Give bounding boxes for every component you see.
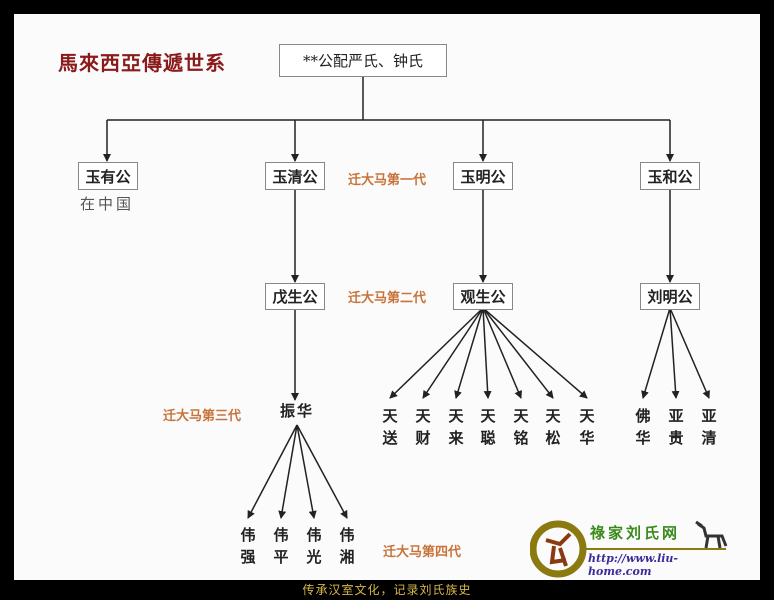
arrow xyxy=(482,307,588,399)
zhenhua-child-node: 伟光 xyxy=(306,526,322,566)
arrow xyxy=(669,307,680,399)
root-node: **公配严氏、钟氏 xyxy=(279,44,447,77)
goat-icon xyxy=(695,520,728,549)
guansheng-child-node: 天松 xyxy=(545,407,561,447)
liuming-child-node: 亚清 xyxy=(701,407,717,447)
arrow xyxy=(422,307,484,399)
node-yuyou-note: 在中国 xyxy=(80,195,135,213)
node-yuming: 玉明公 xyxy=(453,162,513,190)
chart-title: 馬來西亞傳遞世系 xyxy=(58,51,226,75)
arrow xyxy=(454,307,484,399)
node-liuming: 刘明公 xyxy=(640,283,700,310)
liuming-child-node: 佛华 xyxy=(635,407,651,447)
arrow xyxy=(669,307,710,399)
node-wusheng: 戊生公 xyxy=(265,283,325,310)
arrow xyxy=(389,307,484,399)
generation-label-2: 迁大马第二代 xyxy=(348,291,427,306)
logo-emblem-icon xyxy=(530,520,587,578)
arrow xyxy=(278,424,298,519)
node-yuqing: 玉清公 xyxy=(265,162,325,190)
guansheng-child-node: 天来 xyxy=(448,407,464,447)
footer-slogan: 传承汉室文化，记录刘氏族史 xyxy=(302,583,472,597)
guansheng-child-node: 天聪 xyxy=(480,407,496,447)
logo-site-name: 祿家刘氏网 xyxy=(590,524,681,542)
guansheng-child-node: 天送 xyxy=(382,407,398,447)
zhenhua-child-node: 伟湘 xyxy=(339,526,355,566)
arrow xyxy=(482,307,522,399)
arrow xyxy=(296,424,348,519)
arrow xyxy=(482,307,492,399)
arrow xyxy=(296,424,317,519)
node-guansheng: 观生公 xyxy=(453,283,513,310)
guansheng-child-node: 天财 xyxy=(415,407,431,447)
zhenhua-child-node: 伟平 xyxy=(273,526,289,566)
generation-label-1: 迁大马第一代 xyxy=(348,173,427,188)
zhenhua-child-node: 伟强 xyxy=(240,526,256,566)
arrow xyxy=(641,307,671,399)
node-zhenhua: 振华 xyxy=(280,402,315,420)
generation-label-3: 迁大马第三代 xyxy=(163,409,242,424)
liu-home-logo[interactable]: 祿家刘氏网 http://www.liu-home.com xyxy=(530,518,730,578)
liuming-child-node: 亚贵 xyxy=(668,407,684,447)
logo-underline xyxy=(586,548,726,550)
arrow xyxy=(247,424,298,519)
node-yuhe: 玉和公 xyxy=(640,162,700,190)
node-yuyou: 玉有公 xyxy=(78,162,138,190)
generation-label-4: 迁大马第四代 xyxy=(383,545,462,560)
diagram-paper xyxy=(14,14,760,580)
guansheng-child-node: 天铭 xyxy=(513,407,529,447)
guansheng-child-node: 天华 xyxy=(579,407,595,447)
logo-url[interactable]: http://www.liu-home.com xyxy=(588,552,678,578)
arrow xyxy=(482,307,554,399)
